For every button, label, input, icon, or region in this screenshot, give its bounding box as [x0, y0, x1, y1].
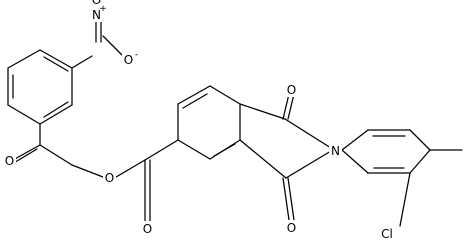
bond-line: [213, 143, 236, 157]
bond-line: [341, 149, 369, 174]
bond-line: [341, 129, 369, 151]
nitro-oxygen-charge: -: [135, 50, 138, 60]
bond-line: [115, 159, 146, 178]
bond-line: [282, 177, 290, 221]
nitro-nitrogen-label: N: [92, 8, 101, 22]
bond-line: [399, 172, 411, 227]
bond-line: [71, 164, 104, 178]
bond-line: [285, 150, 332, 179]
bond-line: [287, 93, 295, 120]
bond-line: [7, 49, 41, 69]
bond-line: [39, 104, 73, 125]
bond-line: [239, 139, 287, 179]
bond-line: [177, 85, 211, 105]
imide-oxygen-bottom-label: O: [287, 221, 296, 235]
ester-oxygen-label: O: [105, 171, 114, 185]
bond-line: [209, 85, 241, 105]
bond-line: [39, 49, 73, 69]
carbonyl-oxygen-label: O: [143, 222, 152, 236]
imide-oxygen-top-label: O: [287, 83, 296, 97]
bond-line: [182, 93, 208, 109]
bond-line: [43, 101, 69, 118]
nitro-oxygen-top-label: O: [92, 0, 101, 7]
bond-line: [12, 144, 41, 161]
imide-nitrogen-label: N: [331, 144, 340, 158]
bond-line: [239, 103, 286, 120]
bond-line: [39, 144, 73, 166]
nitro-oxygen-right-label: O: [124, 53, 133, 67]
atom-labels: N + O O - O O O O O N Cl: [3, 0, 397, 239]
bond-line: [177, 139, 211, 160]
nitro-nitrogen-charge: +: [99, 4, 107, 14]
bond-line: [43, 56, 69, 72]
ketone-oxygen-label: O: [5, 154, 14, 168]
bond-line: [409, 149, 431, 174]
bond-line: [284, 118, 332, 149]
bond-lines: [7, 19, 463, 227]
bond-line: [144, 139, 179, 161]
bond-line: [102, 35, 124, 57]
bond-line: [282, 93, 290, 120]
chlorine-label: Cl: [381, 227, 393, 239]
bond-line: [287, 177, 295, 221]
bond-line: [11, 148, 38, 165]
bond-line: [409, 129, 431, 151]
bond-line: [7, 104, 41, 125]
bond-line: [71, 55, 93, 69]
